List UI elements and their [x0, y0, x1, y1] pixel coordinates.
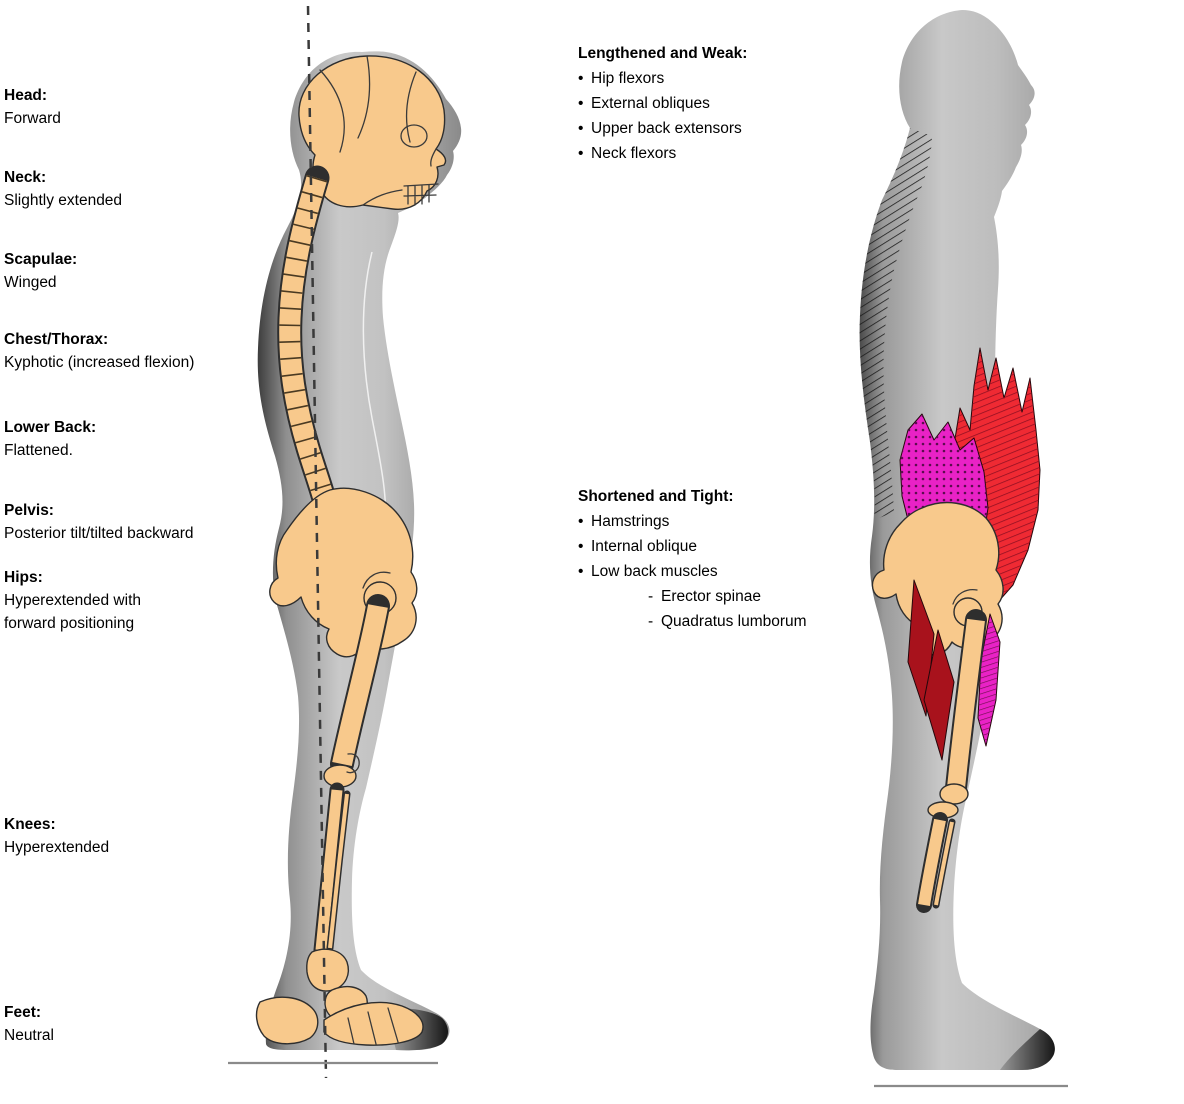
list-item: • External obliques — [578, 91, 747, 116]
annotation-neck: Neck: Slightly extended — [4, 166, 122, 212]
fibula — [328, 793, 349, 949]
annotation-hips-term: Hips: — [4, 569, 43, 586]
annotation-feet-desc: Neutral — [4, 1027, 54, 1044]
nasal-line — [430, 148, 437, 167]
list-item-text: Hamstrings — [591, 513, 670, 530]
annotation-scapulae-term: Scapulae: — [4, 251, 78, 268]
annotation-chest-term: Chest/Thorax: — [4, 331, 109, 348]
list-item-text: Neck flexors — [591, 145, 677, 162]
muscle-posture-figure — [859, 10, 1068, 1088]
sub-list-item-text: Erector spinae — [661, 588, 761, 605]
list-item-text: Upper back extensors — [591, 120, 742, 137]
annotation-scapulae: Scapulae: Winged — [4, 248, 77, 294]
shortened-tight-list: Shortened and Tight: • Hamstrings • Intern… — [578, 484, 807, 634]
annotation-lower-back-desc: Flattened. — [4, 442, 73, 459]
femur-right — [947, 618, 985, 789]
hamstring-muscle-lower — [923, 629, 955, 761]
skull-suture-lines — [319, 55, 417, 206]
bullet-marker: • — [578, 513, 584, 530]
annotation-neck-term: Neck: — [4, 169, 47, 186]
shortened-tight-title: Shortened and Tight: — [578, 488, 734, 505]
sub-list-item: -Quadratus lumborum — [578, 609, 807, 634]
bullet-marker: • — [578, 538, 584, 555]
dash-marker: - — [648, 588, 654, 605]
teeth — [403, 183, 439, 206]
patella — [346, 753, 360, 774]
list-item: • Low back muscles — [578, 559, 807, 584]
bullet-marker: • — [578, 145, 584, 162]
annotation-lower-back-term: Lower Back: — [4, 419, 97, 436]
annotation-knees-desc: Hyperextended — [4, 839, 110, 856]
annotation-hips-desc: Hyperextended with forward positioning — [4, 592, 141, 632]
list-item: • Internal oblique — [578, 534, 807, 559]
back-hatching — [859, 128, 932, 520]
lengthened-weak-list: Lengthened and Weak: • Hip flexors • Exter… — [578, 41, 747, 166]
skeleton-posture-figure — [228, 5, 462, 1079]
plumb-line-dashed — [306, 5, 328, 1079]
fibula-right — [934, 821, 954, 906]
eye-socket — [400, 124, 428, 148]
annotation-feet: Feet: Neutral — [4, 1001, 54, 1047]
annotation-scapulae-desc: Winged — [4, 274, 57, 291]
acetabulum-arc-right — [952, 588, 978, 605]
list-item-text: Low back muscles — [591, 563, 718, 580]
annotation-chest: Chest/Thorax: Kyphotic (increased flexio… — [4, 328, 194, 374]
list-item: • Hamstrings — [578, 509, 807, 534]
list-item-text: Internal oblique — [591, 538, 697, 555]
lengthened-weak-title: Lengthened and Weak: — [578, 45, 748, 62]
femoral-condyle-right — [939, 783, 969, 805]
bullet-marker: • — [578, 95, 584, 112]
talus-bone — [306, 948, 350, 992]
list-item-text: External obliques — [591, 95, 710, 112]
annotation-pelvis-desc: Posterior tilt/tilted backward — [4, 525, 194, 542]
list-item-text: Hip flexors — [591, 70, 665, 87]
forefoot-bones — [323, 1001, 424, 1046]
toe-shadow-right — [1000, 1029, 1055, 1070]
annotation-pelvis-term: Pelvis: — [4, 502, 54, 519]
annotation-feet-term: Feet: — [4, 1004, 42, 1021]
annotation-chest-desc: Kyphotic (increased flexion) — [4, 354, 195, 371]
annotation-neck-desc: Slightly extended — [4, 192, 123, 209]
femur — [332, 604, 388, 767]
metatarsal-lines — [347, 1007, 399, 1045]
annotation-head-desc: Forward — [4, 110, 61, 127]
spine — [279, 175, 340, 524]
annotation-knees: Knees: Hyperextended — [4, 813, 109, 859]
bullet-marker: • — [578, 563, 584, 580]
tibia-right — [918, 818, 946, 906]
sub-list-item-text: Quadratus lumborum — [661, 613, 807, 630]
list-item: • Neck flexors — [578, 141, 747, 166]
annotation-pelvis: Pelvis: Posterior tilt/tilted backward — [4, 499, 194, 545]
bullet-marker: • — [578, 120, 584, 137]
calcaneus-bone — [255, 996, 319, 1045]
list-item: • Upper back extensors — [578, 116, 747, 141]
acetabulum-arc — [362, 571, 391, 589]
dash-marker: - — [648, 613, 654, 630]
sub-list-item: -Erector spinae — [578, 584, 807, 609]
annotation-knees-term: Knees: — [4, 816, 56, 833]
annotation-lower-back: Lower Back: Flattened. — [4, 416, 96, 462]
arm-contour-line — [362, 251, 387, 529]
annotation-hips: Hips: Hyperextended with forward positio… — [4, 566, 141, 635]
posterior-thigh-fibers — [978, 614, 1000, 746]
list-item: • Hip flexors — [578, 66, 747, 91]
annotation-head-term: Head: — [4, 87, 48, 104]
annotation-head: Head: Forward — [4, 84, 61, 130]
bullet-marker: • — [578, 70, 584, 87]
